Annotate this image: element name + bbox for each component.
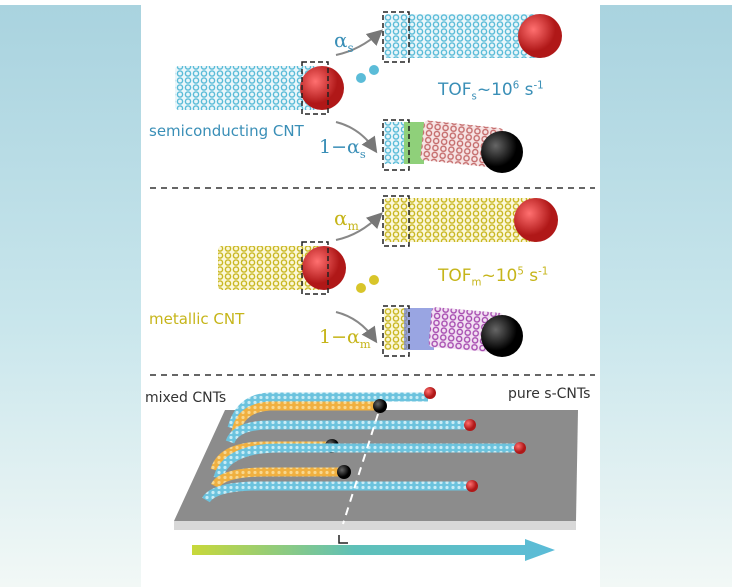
tube-continued-growth bbox=[384, 198, 539, 242]
substrate-plate bbox=[174, 410, 578, 521]
dashed-box bbox=[382, 195, 410, 247]
alpha-s-label: αs bbox=[334, 28, 354, 55]
one-minus-alpha-arrow bbox=[335, 311, 378, 344]
alpha-arrow bbox=[335, 29, 383, 56]
alpha-arrow bbox=[335, 212, 383, 241]
catalyst-cap-red bbox=[464, 419, 476, 431]
one-minus-alpha-m-label: 1−αm bbox=[319, 326, 371, 351]
carbon-dimer-atom bbox=[369, 275, 379, 285]
tube-continued-growth bbox=[384, 14, 544, 58]
catalyst-cap-red bbox=[514, 198, 558, 242]
m-cnt bbox=[210, 467, 340, 489]
right-background-panel bbox=[600, 5, 732, 587]
dashed-box bbox=[301, 241, 329, 295]
catalyst-cap-black bbox=[481, 315, 523, 357]
left-background-panel bbox=[0, 5, 141, 587]
length-axis-arrow bbox=[192, 539, 555, 561]
metallic-tube bbox=[218, 246, 322, 290]
metallic-cnt-label: metallic CNT bbox=[149, 310, 245, 328]
semiconducting-cnt-label: semiconducting CNT bbox=[149, 122, 304, 140]
semiconducting-tube bbox=[175, 66, 320, 110]
tof-m-label: TOFm~105 s-1 bbox=[438, 266, 549, 289]
one-minus-alpha-s-label: 1−αs bbox=[319, 136, 366, 161]
s-cnt bbox=[225, 420, 468, 444]
catalyst-cap-black bbox=[337, 465, 351, 479]
pure-s-cnts-label: pure s-CNTs bbox=[508, 386, 591, 402]
s-cnt bbox=[213, 443, 518, 480]
dashed-box bbox=[301, 61, 329, 115]
semiconducting-section bbox=[175, 11, 562, 173]
carbon-dimer-atom bbox=[369, 65, 379, 75]
critical-length-label: Lc bbox=[336, 528, 337, 530]
catalyst-cap-red bbox=[302, 246, 346, 290]
catalyst-cap-red bbox=[466, 480, 478, 492]
carbon-dimer-atom bbox=[356, 73, 366, 83]
tof-s-label: TOFs~106 s-1 bbox=[438, 80, 544, 103]
dashed-box bbox=[382, 305, 410, 357]
dashed-box bbox=[382, 119, 410, 171]
substrate-edge bbox=[174, 521, 576, 530]
dashed-box bbox=[382, 11, 410, 63]
metallic-section bbox=[218, 195, 558, 357]
s-cnt bbox=[202, 481, 470, 503]
substrate-illustration bbox=[174, 387, 578, 561]
one-minus-alpha-arrow bbox=[335, 121, 378, 154]
catalyst-cap-red bbox=[424, 387, 436, 399]
carbon-dimer-atom bbox=[356, 283, 366, 293]
s-cnt bbox=[227, 392, 428, 430]
alpha-m-label: αm bbox=[334, 206, 359, 233]
catalyst-cap-red bbox=[514, 442, 526, 454]
catalyst-cap-black bbox=[373, 399, 387, 413]
critical-length-line bbox=[342, 413, 379, 525]
catalyst-cap-red bbox=[518, 14, 562, 58]
mixed-cnts-label: mixed CNTs bbox=[145, 390, 227, 406]
catalyst-cap-red bbox=[300, 66, 344, 110]
lc-marker bbox=[338, 535, 348, 544]
catalyst-cap-black bbox=[481, 131, 523, 173]
